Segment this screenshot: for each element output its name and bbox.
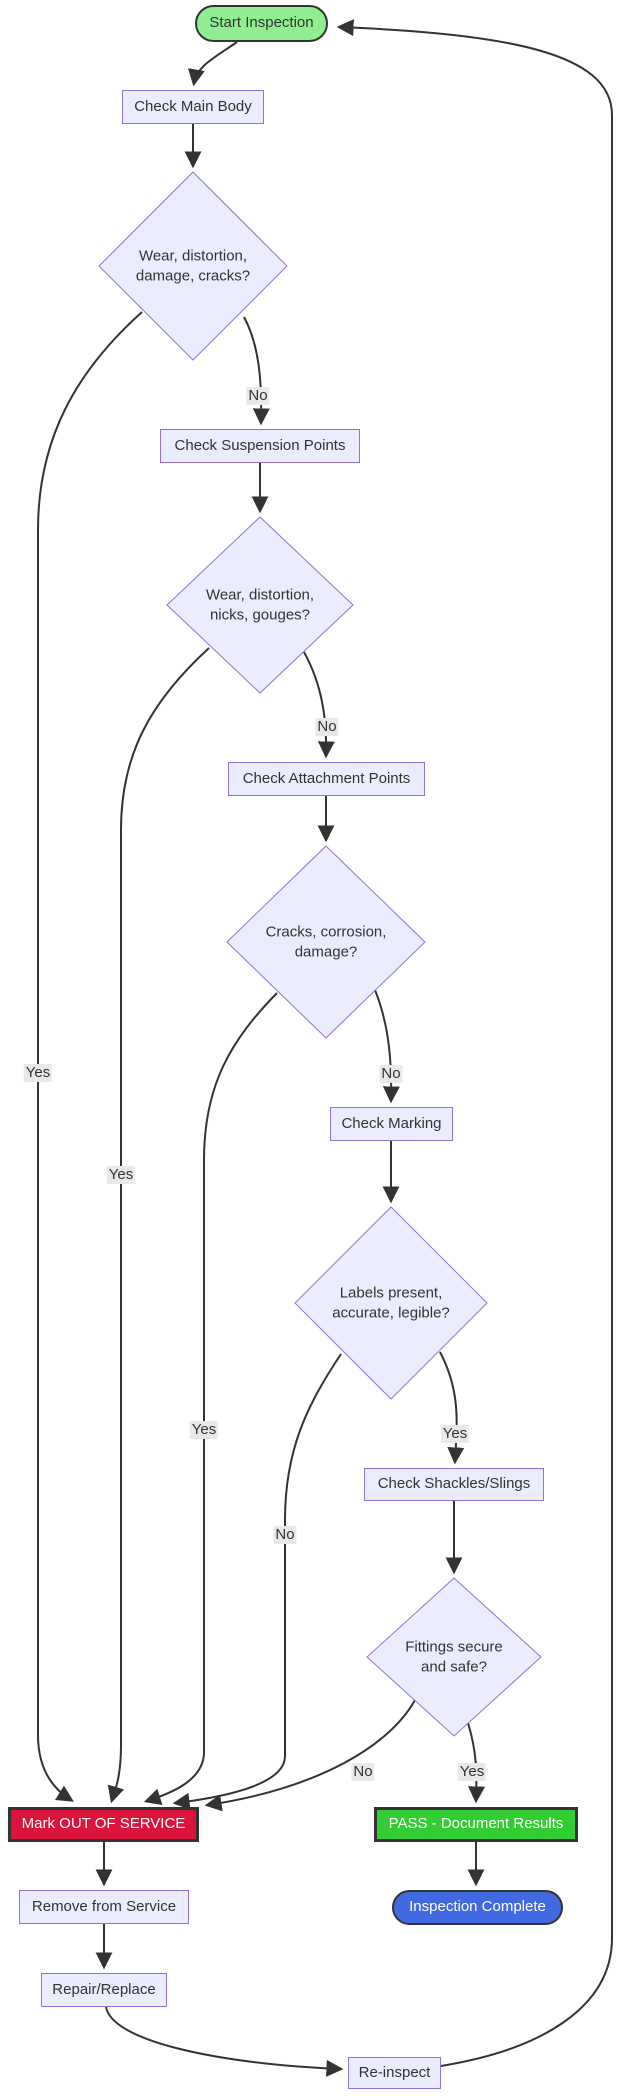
edge-decision3-yes (143, 992, 278, 1805)
decision-fittings-diamond (366, 1577, 542, 1737)
edge-label-fittings-yes: Yes (457, 1763, 487, 1781)
node-mark-out-of-service: Mark OUT OF SERVICE (8, 1807, 199, 1842)
decision-attachment-diamond (226, 845, 426, 1039)
node-reinspect: Re-inspect (348, 2057, 441, 2089)
node-start-inspection: Start Inspection (195, 5, 328, 42)
edge-reinspect-to-start (336, 19, 613, 2067)
edge-start-to-check-main-body (188, 41, 238, 87)
edge-decision5-yes (467, 1722, 486, 1804)
edge-label-main-body-yes: Yes (23, 1064, 53, 1082)
edge-label-fittings-no: No (351, 1763, 375, 1781)
edge-label-attachment-no: No (379, 1065, 403, 1083)
node-remove-from-service: Remove from Service (19, 1890, 189, 1924)
edge-label-marking-no: No (273, 1526, 297, 1544)
decision-suspension-diamond (166, 516, 354, 694)
edge-label-main-body-no: No (246, 387, 270, 405)
node-pass-document-results: PASS - Document Results (374, 1807, 578, 1842)
edge-decision2-yes (107, 647, 210, 1804)
edge-decision2-no (303, 651, 335, 759)
edge-label-marking-yes: Yes (440, 1425, 470, 1443)
node-check-attachment-points: Check Attachment Points (228, 762, 425, 796)
decision-fittings-label: Fittings secure and safe? (405, 1638, 503, 1676)
edge-decision4-yes (439, 1351, 465, 1465)
edge-decision1-no (243, 316, 270, 426)
edge-repair-to-reinspect (105, 2006, 344, 2077)
edge-label-suspension-no: No (315, 718, 339, 736)
edge-decision5-no (204, 1699, 416, 1812)
node-check-marking: Check Marking (330, 1107, 453, 1141)
node-repair-replace: Repair/Replace (41, 1973, 167, 2007)
decision-marking-label: Labels present, accurate, legible? (332, 1284, 450, 1322)
node-check-main-body: Check Main Body (122, 90, 264, 124)
node-check-suspension-points: Check Suspension Points (160, 429, 360, 463)
node-check-shackles-slings: Check Shackles/Slings (364, 1468, 544, 1501)
edge-label-attachment-yes: Yes (189, 1421, 219, 1439)
decision-suspension-label: Wear, distortion, nicks, gouges? (205, 586, 315, 624)
edge-label-suspension-yes: Yes (106, 1166, 136, 1184)
edge-decision4-no (172, 1353, 342, 1810)
decision-main-body-diamond (98, 171, 288, 361)
decision-main-body-label: Wear, distortion, damage, cracks? (135, 247, 251, 285)
edge-decision3-no (374, 989, 400, 1104)
edge-decision1-yes (37, 311, 143, 1802)
decision-attachment-label: Cracks, corrosion, damage? (265, 923, 387, 961)
node-inspection-complete: Inspection Complete (392, 1890, 563, 1925)
decision-marking-diamond (294, 1206, 488, 1400)
